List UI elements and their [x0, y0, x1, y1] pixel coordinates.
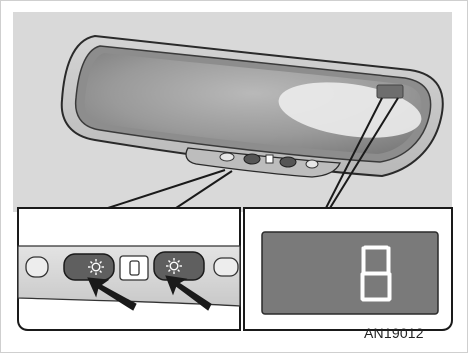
digital-display-panel: [261, 231, 439, 315]
display-closeup-inset: [243, 207, 453, 331]
brightness-increase-icon: [166, 258, 182, 274]
seven-segment-digit-8: [360, 245, 392, 302]
mirror-strip-indicator: [265, 154, 274, 164]
mirror-strip-button: [219, 152, 235, 162]
figure-code-label: AN19012: [364, 325, 424, 341]
rear-view-mirror: [60, 34, 444, 178]
mirror-strip-button: [243, 153, 261, 165]
buttons-closeup-inset: [17, 207, 241, 331]
mirror-strip-button: [305, 159, 319, 169]
mirror-strip-button: [279, 156, 297, 168]
brightness-increase-button[interactable]: [153, 251, 205, 281]
inset-button-partial: [25, 256, 49, 278]
pressing-arrow-right: [165, 275, 212, 311]
mirror-display-window: [376, 84, 404, 99]
indicator-light-icon: [129, 260, 140, 276]
brightness-decrease-icon: [88, 259, 104, 275]
inset-button-partial: [213, 257, 239, 277]
pressing-arrow-left: [87, 277, 137, 311]
